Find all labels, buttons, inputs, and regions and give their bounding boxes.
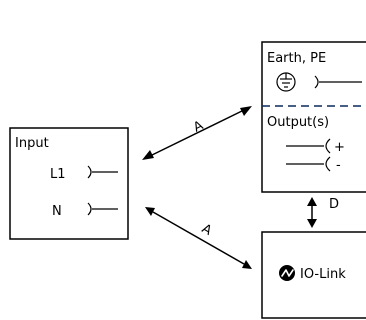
arrowhead-end (240, 106, 252, 116)
output-minus-terminal-symbol (325, 156, 331, 172)
isolation-arrow-line (152, 211, 245, 265)
input-block: Input L1 N (9, 127, 129, 240)
earth-title: Earth, PE (267, 51, 326, 66)
earth-terminal-symbol (314, 75, 319, 89)
terminal-label-l1: L1 (50, 167, 66, 182)
arrowhead-end (242, 260, 252, 269)
terminal-l1-symbol (87, 165, 92, 179)
arrowhead-start (307, 197, 317, 206)
terminal-n-symbol (87, 202, 92, 216)
terminal-n: N (52, 202, 118, 219)
output-plus-terminal-symbol (325, 138, 331, 154)
terminal-label-n: N (52, 204, 62, 219)
arrowhead-start (142, 150, 154, 160)
output-minus: - (286, 156, 341, 173)
output-minus-sign: - (336, 158, 341, 173)
outputs-title: Output(s) (267, 115, 329, 130)
output-plus-sign: + (334, 140, 345, 155)
arrowhead-end (307, 219, 317, 228)
arrowhead-start (145, 207, 155, 216)
protective-earth-icon (276, 72, 296, 92)
isolation-label-d: D (329, 197, 339, 212)
io-link-label: IO-Link (300, 267, 346, 282)
terminal-l1: L1 (50, 165, 118, 182)
isolation-label-a-upper: A (191, 118, 206, 135)
connection-input-iolink: A (145, 207, 252, 269)
isolation-arrow-line (149, 109, 245, 157)
connection-earth-iolink: D (307, 197, 339, 228)
earth-output-block: Earth, PE Output(s) + - (261, 41, 366, 193)
isolation-label-a-lower: A (199, 221, 214, 238)
input-title: Input (15, 136, 49, 151)
connection-input-earth: A (142, 106, 252, 160)
io-link-block: IO-Link (261, 231, 366, 319)
output-plus: + (286, 138, 345, 155)
io-link-logo-icon (279, 265, 295, 281)
